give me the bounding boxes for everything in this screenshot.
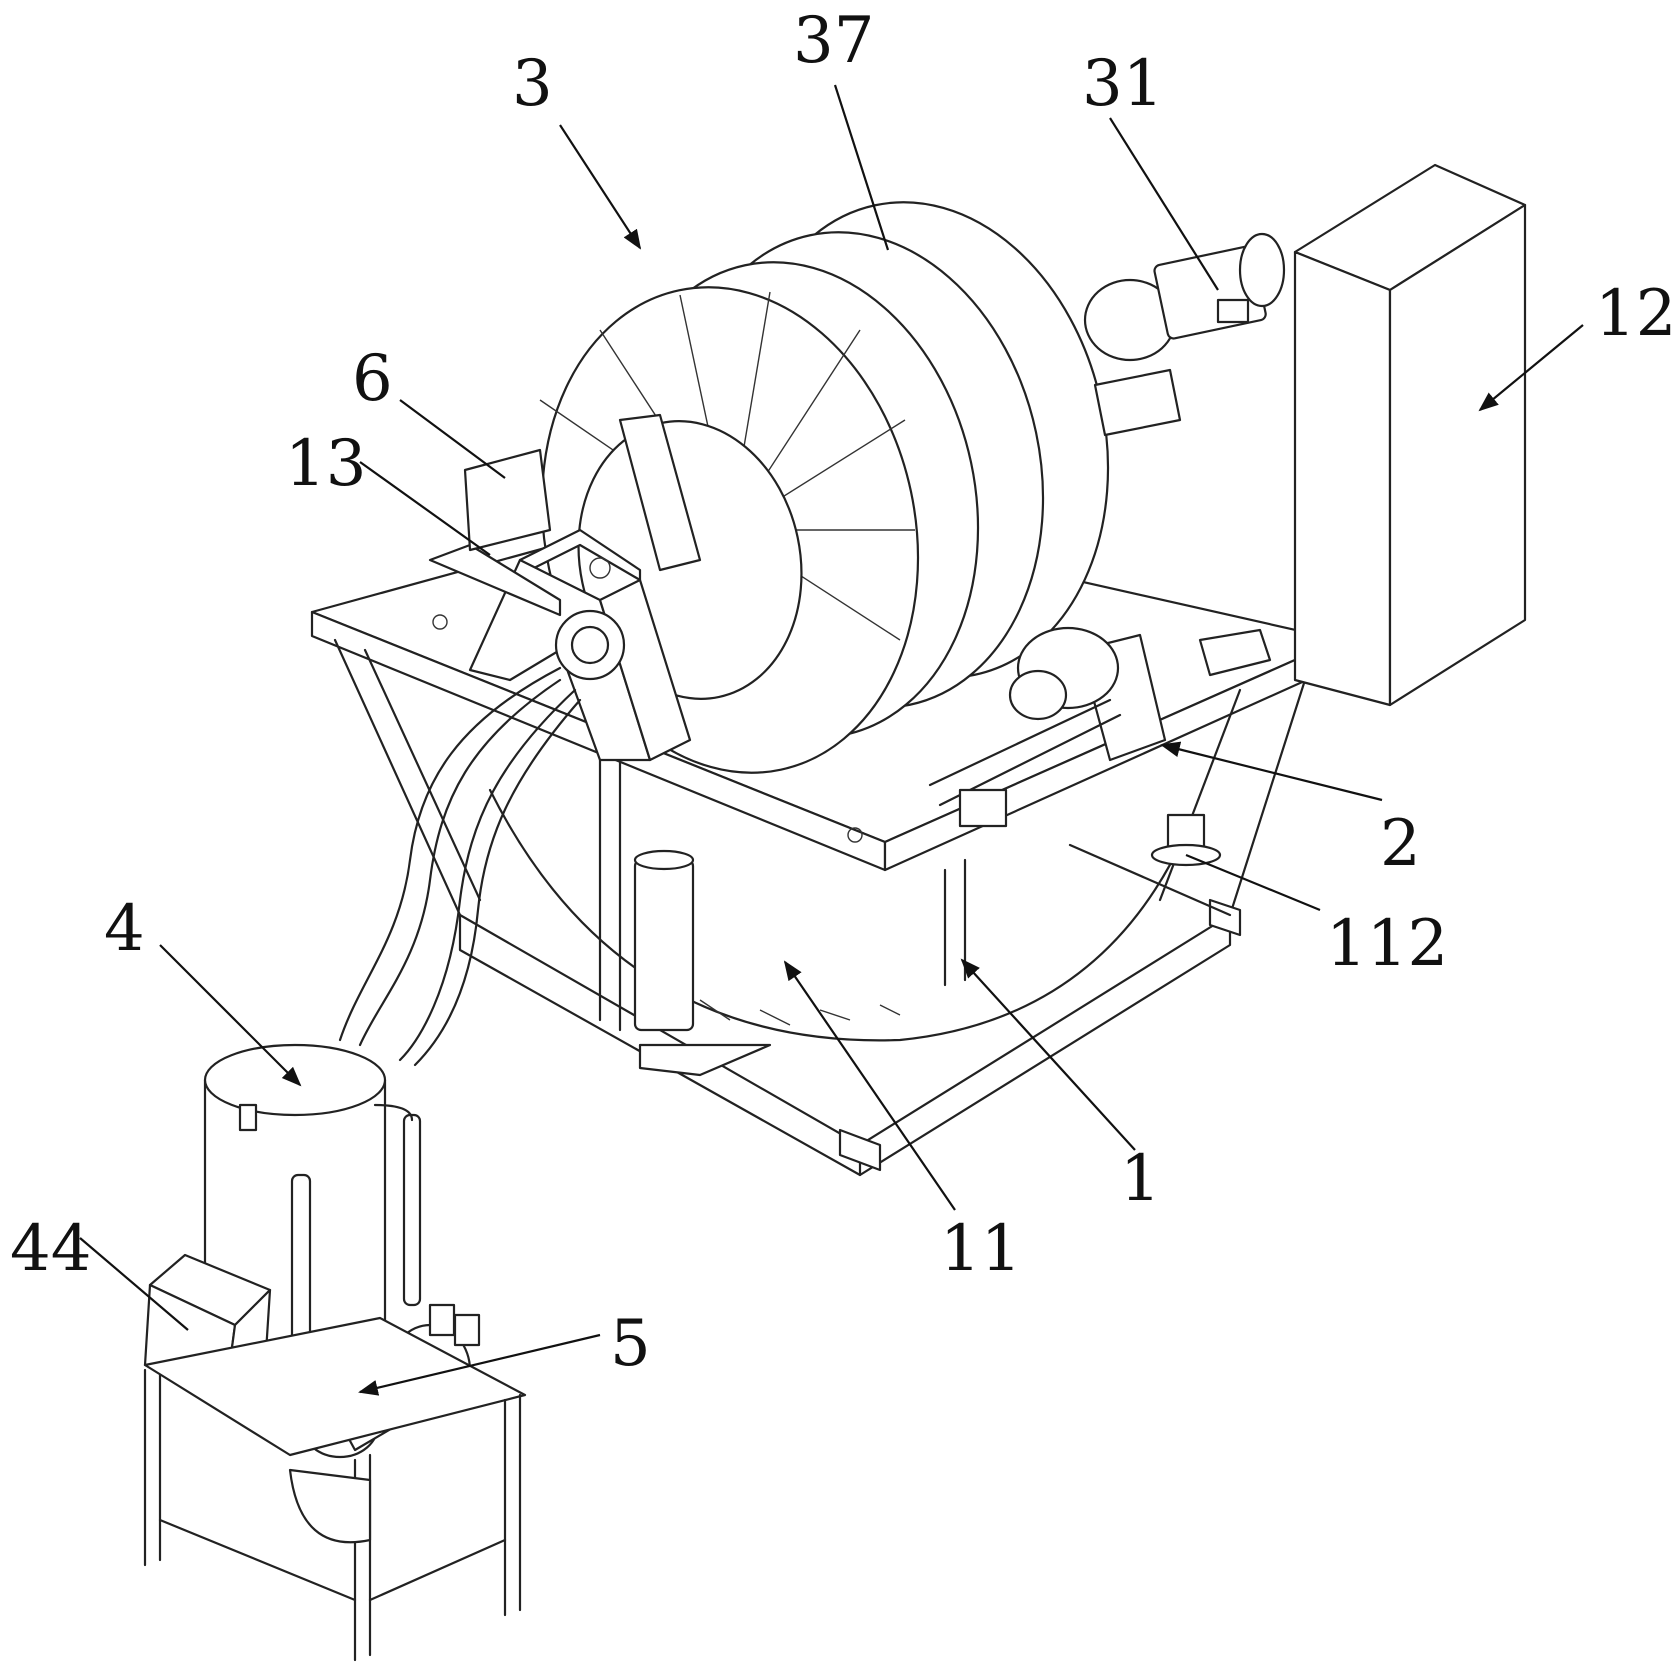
bearing-stand	[428, 413, 702, 762]
gear-motor	[928, 626, 1272, 828]
leader-11	[783, 960, 956, 1211]
vacuum-hoses	[338, 666, 582, 1067]
callout-leaders	[79, 84, 1584, 1396]
callout-1: 1	[1120, 1142, 1161, 1216]
callout-11: 11	[940, 1212, 1021, 1286]
callout-4: 4	[104, 892, 145, 966]
tank-stand	[143, 1316, 527, 1662]
callout-13: 13	[285, 427, 366, 501]
disc-filter-discs	[539, 201, 1110, 774]
main-drive-motor	[1083, 232, 1286, 437]
control-cabinet	[1293, 163, 1527, 707]
callout-6: 6	[352, 342, 393, 416]
callout-5: 5	[610, 1307, 651, 1381]
leader-37	[833, 84, 890, 251]
leader-112	[1185, 853, 1321, 912]
leader-4	[159, 944, 302, 1087]
callout-44: 44	[10, 1212, 91, 1286]
leader-31	[1109, 117, 1219, 291]
callout-labels: 3 37 31 12 6 13 2 112 4 1 11 44 5	[10, 4, 1676, 1381]
callout-2: 2	[1380, 807, 1421, 881]
callout-37: 37	[793, 4, 874, 78]
leader-44	[79, 1237, 189, 1331]
leader-5	[358, 1333, 601, 1396]
leader-6	[399, 399, 506, 479]
callout-31: 31	[1082, 47, 1163, 121]
callout-12: 12	[1595, 277, 1676, 351]
leader-3	[559, 124, 642, 250]
leader-13	[359, 461, 491, 556]
leader-2	[1160, 741, 1383, 802]
callout-112: 112	[1326, 907, 1448, 981]
leader-1	[960, 958, 1136, 1151]
callout-3: 3	[512, 47, 553, 121]
leader-12	[1478, 324, 1584, 412]
